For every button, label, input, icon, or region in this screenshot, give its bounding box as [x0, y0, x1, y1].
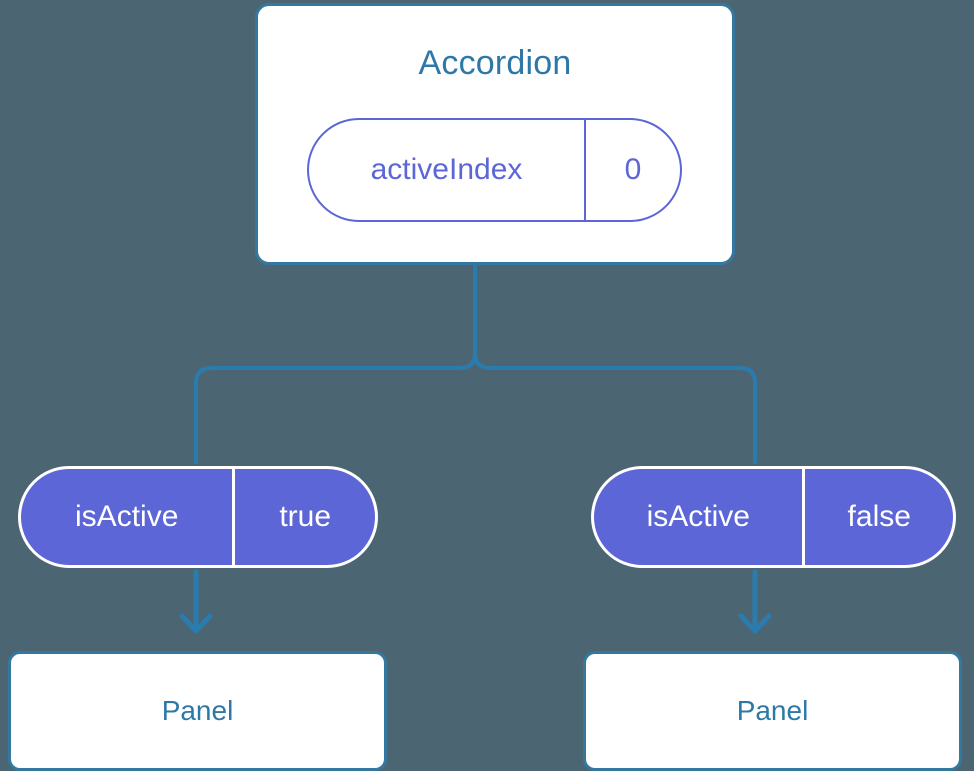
arrow-right-head-icon [738, 613, 772, 634]
state-pill-active-index[interactable]: activeIndex 0 [307, 118, 682, 222]
panel-title: Panel [736, 695, 809, 726]
prop-pill-is-active-true[interactable]: isActive true [18, 466, 378, 568]
prop-pill-value: true [232, 469, 375, 565]
prop-pill-value: false [802, 469, 953, 565]
prop-pill-key: isActive [75, 500, 179, 533]
arrow-left-head-icon [179, 613, 213, 634]
connector-right-branch [473, 263, 757, 464]
panel-component-card-left[interactable]: Panel [8, 651, 387, 771]
connector-left-branch [194, 263, 477, 464]
accordion-title: Accordion [418, 44, 572, 82]
prop-pill-is-active-false[interactable]: isActive false [591, 466, 956, 568]
panel-title: Panel [161, 695, 234, 726]
state-pill-key: activeIndex [370, 153, 523, 186]
prop-pill-key: isActive [646, 500, 750, 533]
state-pill-value: 0 [584, 120, 680, 220]
panel-component-card-right[interactable]: Panel [583, 651, 962, 771]
